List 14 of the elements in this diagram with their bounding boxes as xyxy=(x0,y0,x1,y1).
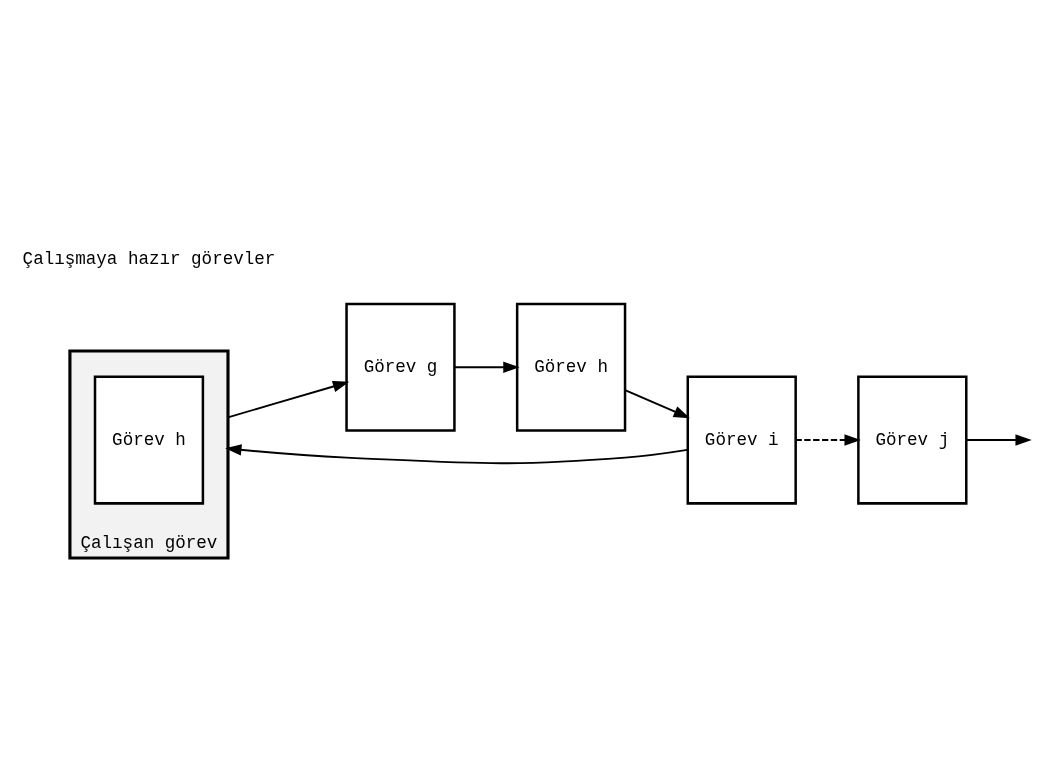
node-box: Görev h xyxy=(93,374,205,505)
node-label: Çalışan görev xyxy=(80,532,218,553)
cluster xyxy=(68,348,230,560)
arrow xyxy=(453,361,520,373)
arrow xyxy=(965,433,1032,446)
node-box: Görev j xyxy=(857,374,968,505)
label: Çalışmaya hazır görevler xyxy=(22,248,276,269)
arrow xyxy=(225,443,689,464)
node-box: Görev i xyxy=(686,374,797,505)
arrow xyxy=(624,388,690,418)
arrow xyxy=(794,433,861,446)
node-box: Görev g xyxy=(345,302,456,432)
node-box: Görev h xyxy=(515,302,627,432)
arrow xyxy=(227,380,350,418)
